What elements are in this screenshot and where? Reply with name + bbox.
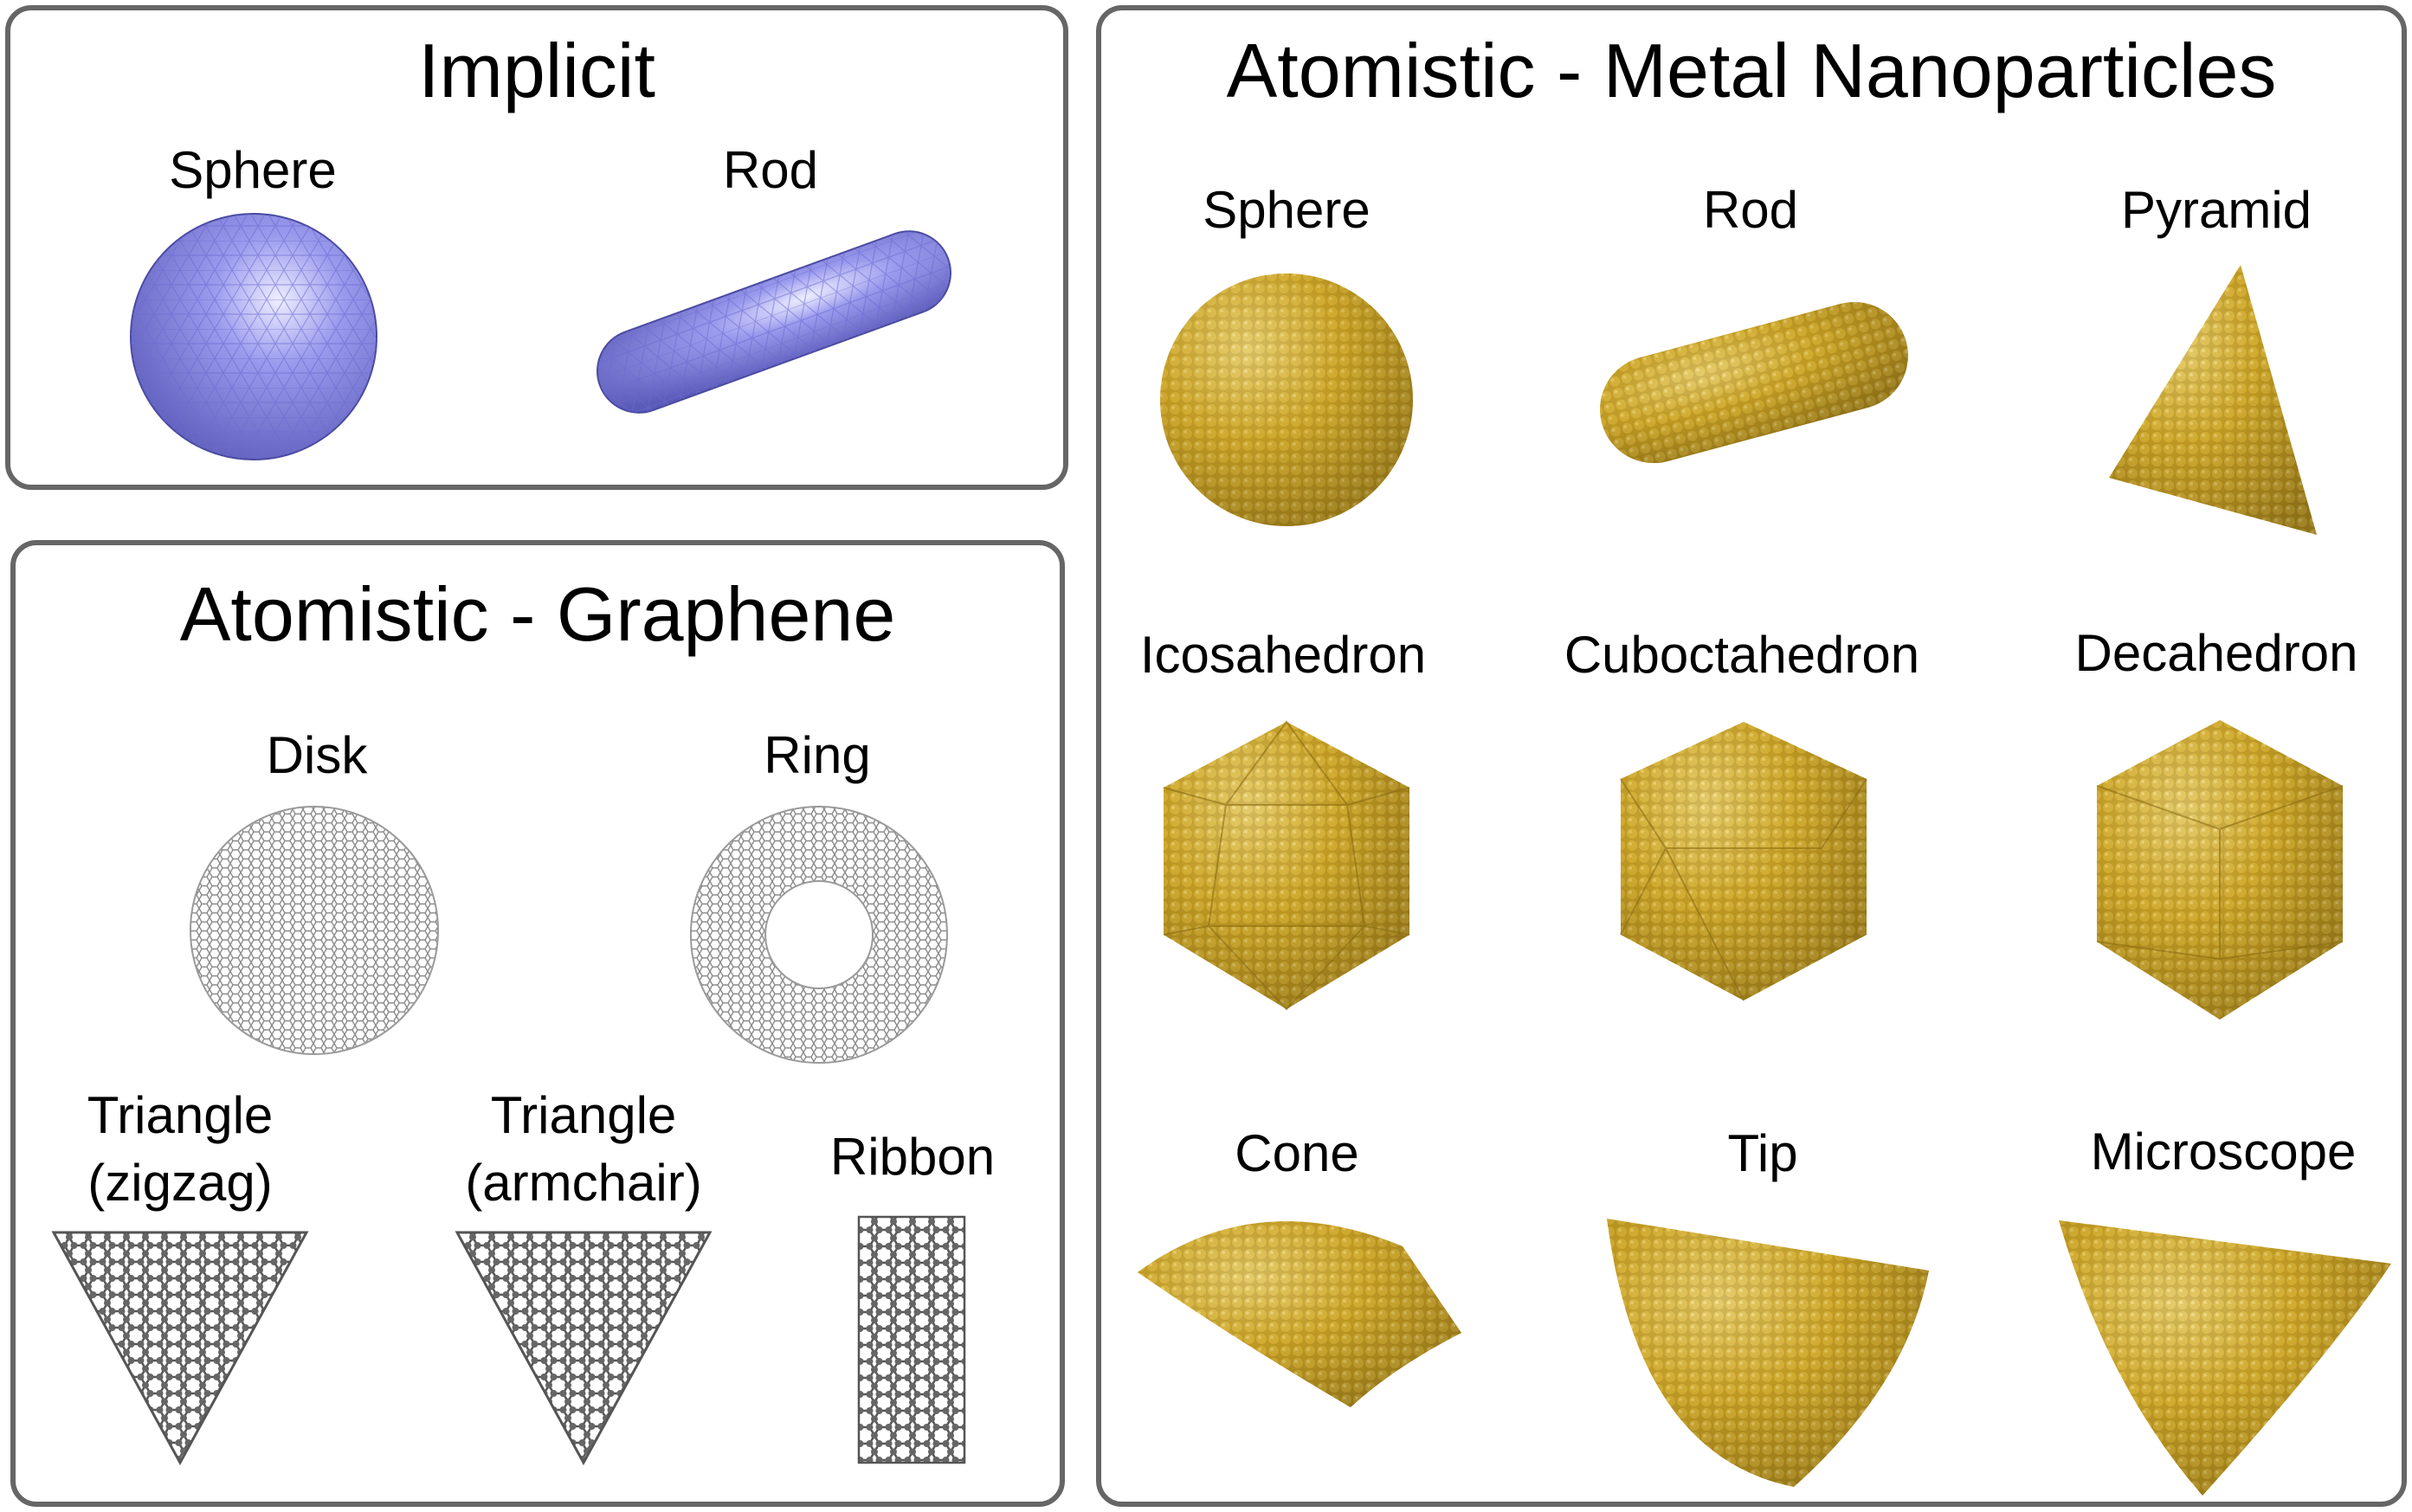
implicit-rod [597, 230, 951, 414]
graphene-tri-zigzag-label-2: (zigzag) [87, 1154, 273, 1212]
graphene-ring-label: Ring [764, 726, 871, 784]
graphene-tri-armchair-label-1: Triangle [490, 1086, 677, 1144]
graphene-tri-armchair-label-2: (armchair) [465, 1154, 702, 1212]
graphene-tri-zigzag-label-1: Triangle [87, 1086, 274, 1144]
metal-sphere-label: Sphere [1203, 181, 1370, 239]
graphene-triangle-zigzag [51, 1231, 309, 1466]
metal-microscope-label: Microscope [2090, 1123, 2357, 1181]
metal-decahedron [2096, 720, 2344, 1020]
implicit-sphere [130, 213, 377, 460]
metal-microscope [2059, 1220, 2391, 1496]
metal-title: Atomistic - Metal Nanoparticles [1226, 28, 2277, 113]
metal-pyramid [2109, 265, 2317, 535]
graphene-disk-label: Disk [266, 726, 368, 784]
metal-tip-label: Tip [1727, 1124, 1798, 1182]
metal-rod [1600, 301, 1908, 464]
metal-cone [1138, 1221, 1461, 1407]
metal-tip [1607, 1219, 1929, 1487]
metal-icosahedron-label: Icosahedron [1139, 626, 1427, 684]
implicit-title: Implicit [418, 28, 655, 113]
metal-panel: Atomistic - Metal Nanoparticles Sphere R… [1096, 5, 2407, 1507]
graphene-ribbon [857, 1215, 966, 1464]
implicit-rod-label: Rod [722, 141, 819, 199]
metal-decahedron-label: Decahedron [2074, 624, 2358, 682]
metal-icosahedron [1163, 720, 1410, 1011]
metal-sphere [1160, 273, 1413, 526]
implicit-panel: Implicit Sphere Rod [5, 5, 1068, 490]
metal-cone-label: Cone [1235, 1124, 1359, 1182]
graphene-triangle-armchair [455, 1231, 713, 1466]
graphene-ribbon-label: Ribbon [829, 1128, 996, 1186]
implicit-sphere-label: Sphere [169, 141, 337, 199]
graphene-title: Atomistic - Graphene [179, 571, 896, 657]
metal-cuboctahedron [1620, 722, 1867, 1001]
graphene-panel: Atomistic - Graphene Disk Ring Triangle … [10, 540, 1065, 1507]
metal-pyramid-label: Pyramid [2120, 181, 2312, 239]
metal-rod-label: Rod [1702, 181, 1799, 239]
metal-cuboctahedron-label: Cuboctahedron [1564, 626, 1920, 684]
graphene-disk [190, 806, 439, 1055]
graphene-ring [689, 806, 948, 1064]
